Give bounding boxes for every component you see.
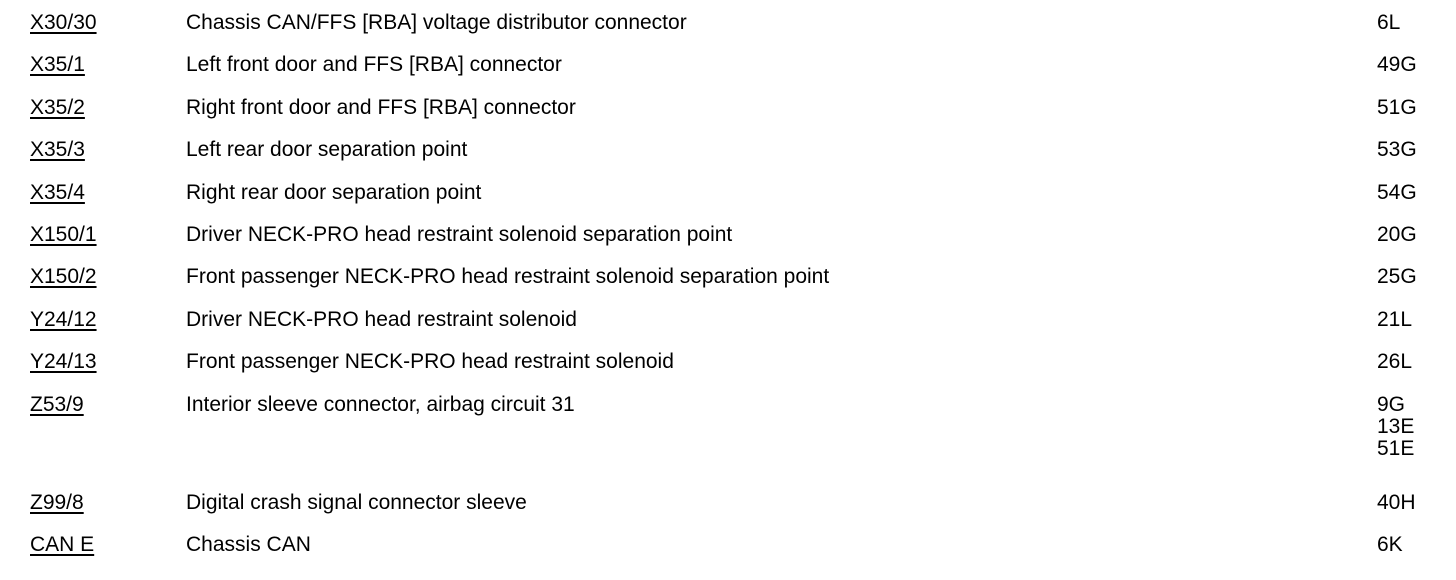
component-description: Left front door and FFS [RBA] connector <box>186 53 562 77</box>
grid-location: 13E <box>1377 414 1415 438</box>
component-code-cell: X35/1 <box>30 54 186 76</box>
component-code-link[interactable]: Z53/9 <box>30 392 84 416</box>
component-description: Digital crash signal connector sleeve <box>186 490 527 514</box>
component-legend-table: X30/30 Chassis CAN/FFS [RBA] voltage dis… <box>30 12 1456 577</box>
grid-location: 20G <box>1377 222 1417 246</box>
component-description: Left rear door separation point <box>186 138 468 162</box>
grid-location: 53G <box>1377 138 1417 162</box>
grid-locations: 20G <box>1377 222 1456 246</box>
component-code-cell: X150/1 <box>30 222 186 246</box>
grid-locations: 6L <box>1377 12 1456 34</box>
component-description: Right front door and FFS [RBA] connector <box>186 95 576 119</box>
component-code-cell: X35/2 <box>30 95 186 119</box>
grid-location: 26L <box>1377 350 1413 374</box>
component-code-link[interactable]: X35/2 <box>30 95 85 119</box>
component-code-link[interactable]: X35/4 <box>30 180 85 204</box>
grid-location: 6K <box>1377 533 1403 557</box>
component-code-link[interactable]: Y24/13 <box>30 350 97 374</box>
table-row: X150/1 Driver NECK-PRO head restraint so… <box>30 222 1456 266</box>
grid-locations: 6K <box>1377 534 1456 556</box>
component-description: Interior sleeve connector, airbag circui… <box>186 392 575 416</box>
table-row: Y24/12 Driver NECK-PRO head restraint so… <box>30 307 1456 351</box>
grid-locations: 51G <box>1377 95 1456 119</box>
component-description: Driver NECK-PRO head restraint solenoid <box>186 307 577 331</box>
component-code-link[interactable]: X150/1 <box>30 222 97 246</box>
table-row: X30/30 Chassis CAN/FFS [RBA] voltage dis… <box>30 12 1456 54</box>
component-description: Right rear door separation point <box>186 180 482 204</box>
component-code-link[interactable]: CAN E <box>30 533 95 557</box>
table-row: Z53/9 Interior sleeve connector, airbag … <box>30 392 1456 492</box>
grid-location: 40H <box>1377 490 1416 514</box>
table-row: X35/1 Left front door and FFS [RBA] conn… <box>30 54 1456 96</box>
component-code-cell: Z99/8 <box>30 490 186 514</box>
grid-location: 6L <box>1377 11 1401 34</box>
component-description: Chassis CAN/FFS [RBA] voltage distributo… <box>186 11 687 34</box>
grid-locations: 21L <box>1377 307 1456 331</box>
component-code-cell: X35/3 <box>30 139 186 161</box>
grid-locations: 26L <box>1377 351 1456 373</box>
table-row: Z99/8 Digital crash signal connector sle… <box>30 490 1456 534</box>
grid-locations: 49G <box>1377 54 1456 76</box>
component-description: Front passenger NECK-PRO head restraint … <box>186 350 674 374</box>
component-code-cell: X150/2 <box>30 266 186 288</box>
grid-locations: 54G <box>1377 180 1456 204</box>
grid-locations: 53G <box>1377 139 1456 161</box>
component-code-link[interactable]: X30/30 <box>30 11 97 34</box>
component-code-cell: CAN E <box>30 534 186 556</box>
component-code-cell: Z53/9 <box>30 392 186 416</box>
component-description: Chassis CAN <box>186 533 311 557</box>
component-code-cell: Y24/13 <box>30 351 186 373</box>
grid-location: 54G <box>1377 180 1417 204</box>
component-code-link[interactable]: Y24/12 <box>30 307 97 331</box>
component-code-cell: X30/30 <box>30 12 186 34</box>
table-row: CAN E Chassis CAN 6K <box>30 534 1456 576</box>
grid-location: 21L <box>1377 307 1413 331</box>
grid-location: 25G <box>1377 265 1417 289</box>
table-row: X35/2 Right front door and FFS [RBA] con… <box>30 95 1456 139</box>
component-code-cell: Y24/12 <box>30 307 186 331</box>
component-code-link[interactable]: X150/2 <box>30 265 97 289</box>
component-code-link[interactable]: X35/1 <box>30 53 85 77</box>
component-code-link[interactable]: X35/3 <box>30 138 85 162</box>
grid-location: 51E <box>1377 436 1415 460</box>
table-row: Y24/13 Front passenger NECK-PRO head res… <box>30 351 1456 393</box>
grid-locations: 40H <box>1377 490 1456 514</box>
component-description: Front passenger NECK-PRO head restraint … <box>186 265 830 289</box>
grid-location: 51G <box>1377 95 1417 119</box>
component-code-cell: X35/4 <box>30 180 186 204</box>
table-row: X150/2 Front passenger NECK-PRO head res… <box>30 266 1456 308</box>
grid-location: 49G <box>1377 53 1417 77</box>
component-description: Driver NECK-PRO head restraint solenoid … <box>186 222 733 246</box>
table-row: X35/4 Right rear door separation point 5… <box>30 180 1456 224</box>
grid-locations: 25G <box>1377 266 1456 288</box>
table-row: X35/3 Left rear door separation point 53… <box>30 139 1456 181</box>
component-code-link[interactable]: Z99/8 <box>30 490 84 514</box>
grid-location: 9G <box>1377 392 1406 416</box>
